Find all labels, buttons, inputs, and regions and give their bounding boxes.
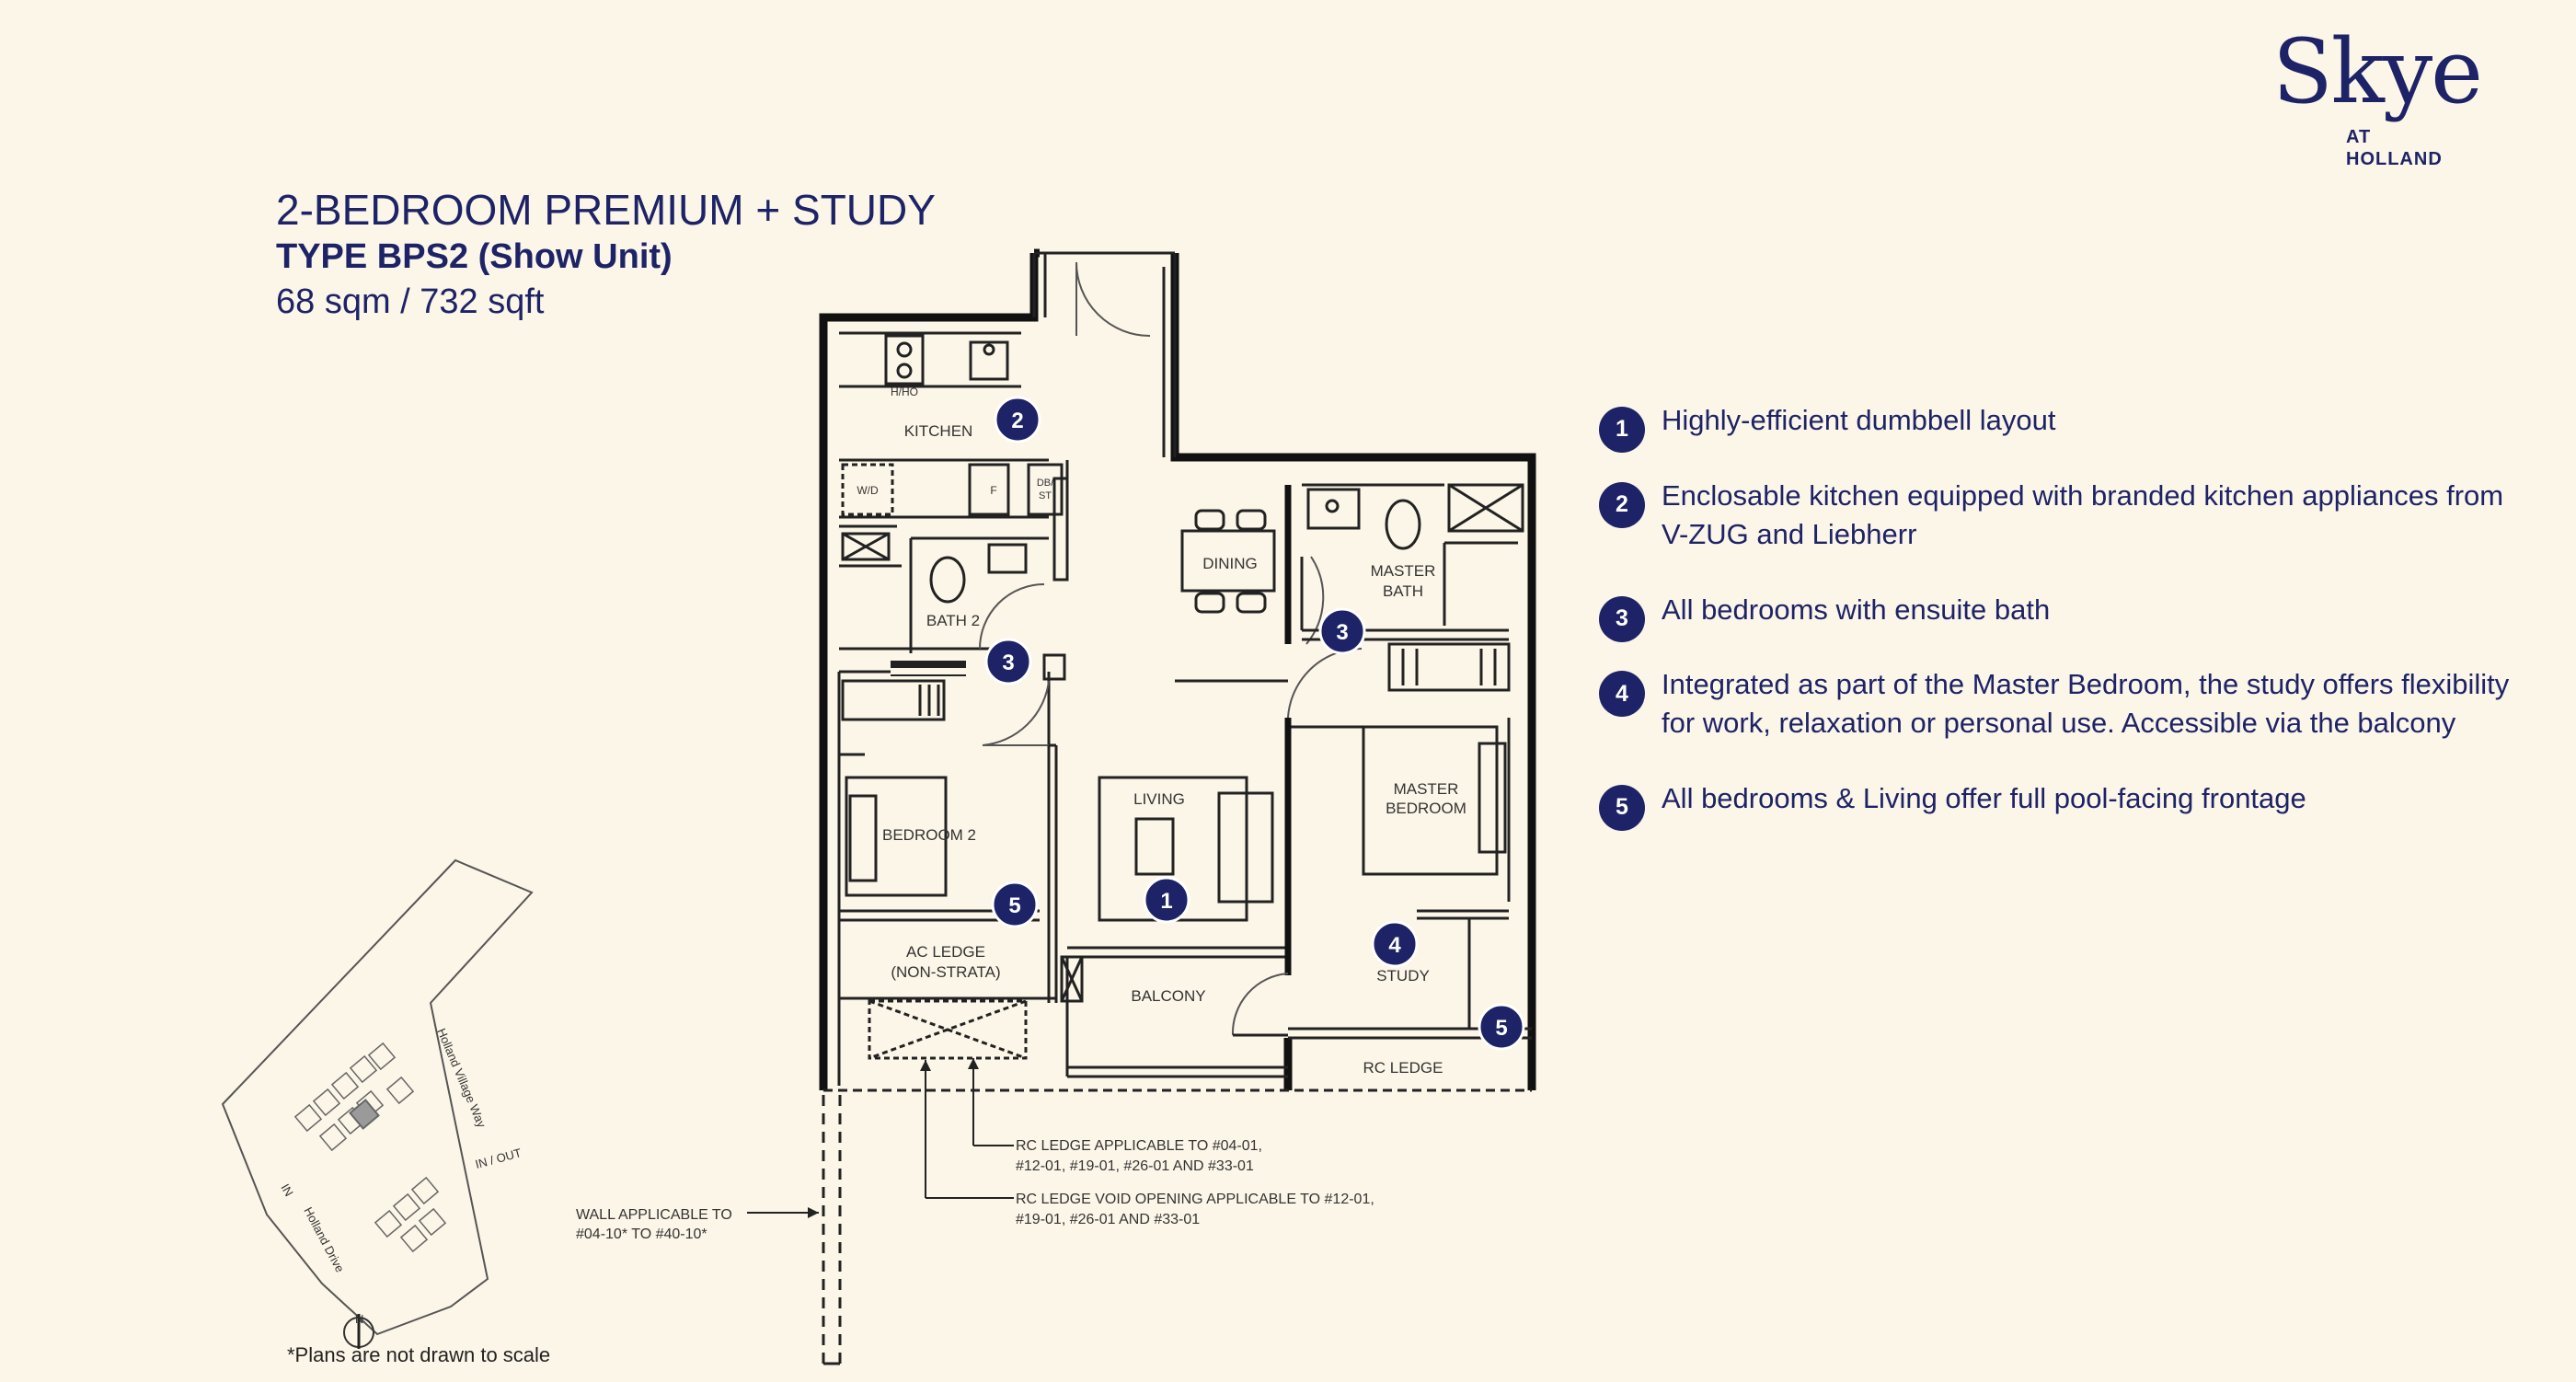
room-label-ac-ledge: AC LEDGE xyxy=(906,943,985,961)
appliance-label-hob: H/HO xyxy=(891,386,918,398)
note-rc-ledge-void: RC LEDGE VOID OPENING APPLICABLE TO #12-… xyxy=(1016,1192,1374,1207)
feature-number-badge: 5 xyxy=(1599,785,1645,832)
feature-text: Highly-efficient dumbbell layout xyxy=(1662,404,2056,436)
feature-number-badge: 2 xyxy=(1599,481,1645,528)
appliance-label-washer-dryer: W/D xyxy=(857,484,879,497)
room-label-balcony: BALCONY xyxy=(1131,987,1205,1005)
unit-title: 2-BEDROOM PREMIUM + STUDY xyxy=(276,186,936,234)
feature-number-badge: 3 xyxy=(1599,595,1645,642)
room-label-master-bedroom-2: BEDROOM xyxy=(1386,800,1466,817)
room-label-rc-ledge: RC LEDGE xyxy=(1363,1059,1443,1077)
scale-disclaimer: *Plans are not drawn to scale xyxy=(287,1343,551,1366)
feature-item: 5 All bedrooms & Living offer full pool-… xyxy=(1599,779,2519,832)
road-label-holland-village-way: Holland Village Way xyxy=(434,1026,489,1130)
svg-text:1: 1 xyxy=(1160,889,1172,914)
plan-marker-3-bath2: 3 xyxy=(984,638,1032,685)
feature-number-badge: 1 xyxy=(1599,407,1645,453)
brand-at: AT xyxy=(2346,127,2372,147)
svg-text:3: 3 xyxy=(1002,651,1014,675)
room-label-master-bedroom: MASTER xyxy=(1394,780,1459,798)
north-arrow-label: N xyxy=(355,1312,363,1326)
appliance-label-fridge: F xyxy=(990,484,996,497)
plan-marker-5-bedroom: 5 xyxy=(991,881,1039,928)
note-rc-ledge-void-units: #19-01, #26-01 AND #33-01 xyxy=(1016,1212,1200,1227)
svg-text:5: 5 xyxy=(1008,893,1020,918)
room-label-master-bath-2: BATH xyxy=(1383,582,1423,600)
feature-number-badge: 4 xyxy=(1599,671,1645,718)
plan-marker-1: 1 xyxy=(1143,876,1190,924)
outer-wall xyxy=(1170,253,1536,1090)
room-label-living: LIVING xyxy=(1133,790,1185,808)
plan-marker-3-master-bath: 3 xyxy=(1318,607,1366,655)
room-label-study: STUDY xyxy=(1376,967,1430,985)
svg-text:4: 4 xyxy=(1388,933,1401,958)
feature-list: 1 Highly-efficient dumbbell layout 2 Enc… xyxy=(1599,401,2519,855)
feature-text: Enclosable kitchen equipped with branded… xyxy=(1662,478,2504,550)
unit-area: 68 sqm / 732 sqft xyxy=(276,282,545,322)
brand-wordmark: Skye xyxy=(2272,20,2483,123)
brand-logo: Skye AT HOLLAND xyxy=(2272,20,2521,169)
room-label-master-bath: MASTER xyxy=(1371,562,1436,580)
note-rc-ledge-applicable: RC LEDGE APPLICABLE TO #04-01, xyxy=(1016,1138,1262,1154)
room-label-bath-2: BATH 2 xyxy=(926,612,980,629)
appliance-label-db-st: DB/ xyxy=(1037,478,1054,489)
unit-heading: 2-BEDROOM PREMIUM + STUDY TYPE BPS2 (Sho… xyxy=(276,188,936,322)
plan-marker-4: 4 xyxy=(1371,920,1419,968)
appliance-label-db-st-2: ST xyxy=(1039,490,1052,501)
brand-location: HOLLAND xyxy=(2346,149,2443,169)
plan-marker-5-study: 5 xyxy=(1478,1003,1525,1051)
feature-item: 4 Integrated as part of the Master Bedro… xyxy=(1599,665,2519,743)
feature-item: 1 Highly-efficient dumbbell layout xyxy=(1599,401,2519,453)
plan-marker-2: 2 xyxy=(994,396,1041,443)
key-plan xyxy=(221,858,534,1349)
note-rc-ledge-applicable-units: #12-01, #19-01, #26-01 AND #33-01 xyxy=(1016,1158,1254,1174)
unit-type: TYPE BPS2 (Show Unit) xyxy=(276,237,673,277)
feature-item: 3 All bedrooms with ensuite bath xyxy=(1599,591,2519,642)
room-label-bedroom-2: BEDROOM 2 xyxy=(882,826,976,844)
svg-text:2: 2 xyxy=(1011,409,1023,433)
entrance-label-in: IN xyxy=(278,1181,295,1199)
feature-text: Integrated as part of the Master Bedroom… xyxy=(1662,668,2510,740)
note-wall-applicable-units: #04-10* TO #40-10* xyxy=(576,1227,707,1242)
road-label-holland-drive: Holland Drive xyxy=(301,1204,347,1274)
entrance-label-in-out: IN / OUT xyxy=(474,1146,523,1171)
svg-text:3: 3 xyxy=(1336,620,1348,645)
svg-text:5: 5 xyxy=(1495,1016,1507,1041)
room-label-dining: DINING xyxy=(1202,555,1258,572)
room-label-kitchen: KITCHEN xyxy=(904,422,973,440)
feature-item: 2 Enclosable kitchen equipped with brand… xyxy=(1599,477,2519,554)
feature-text: All bedrooms with ensuite bath xyxy=(1662,593,2051,626)
feature-text: All bedrooms & Living offer full pool-fa… xyxy=(1662,782,2306,815)
note-wall-applicable: WALL APPLICABLE TO xyxy=(576,1207,732,1223)
room-label-ac-ledge-2: (NON-STRATA) xyxy=(891,963,1000,981)
